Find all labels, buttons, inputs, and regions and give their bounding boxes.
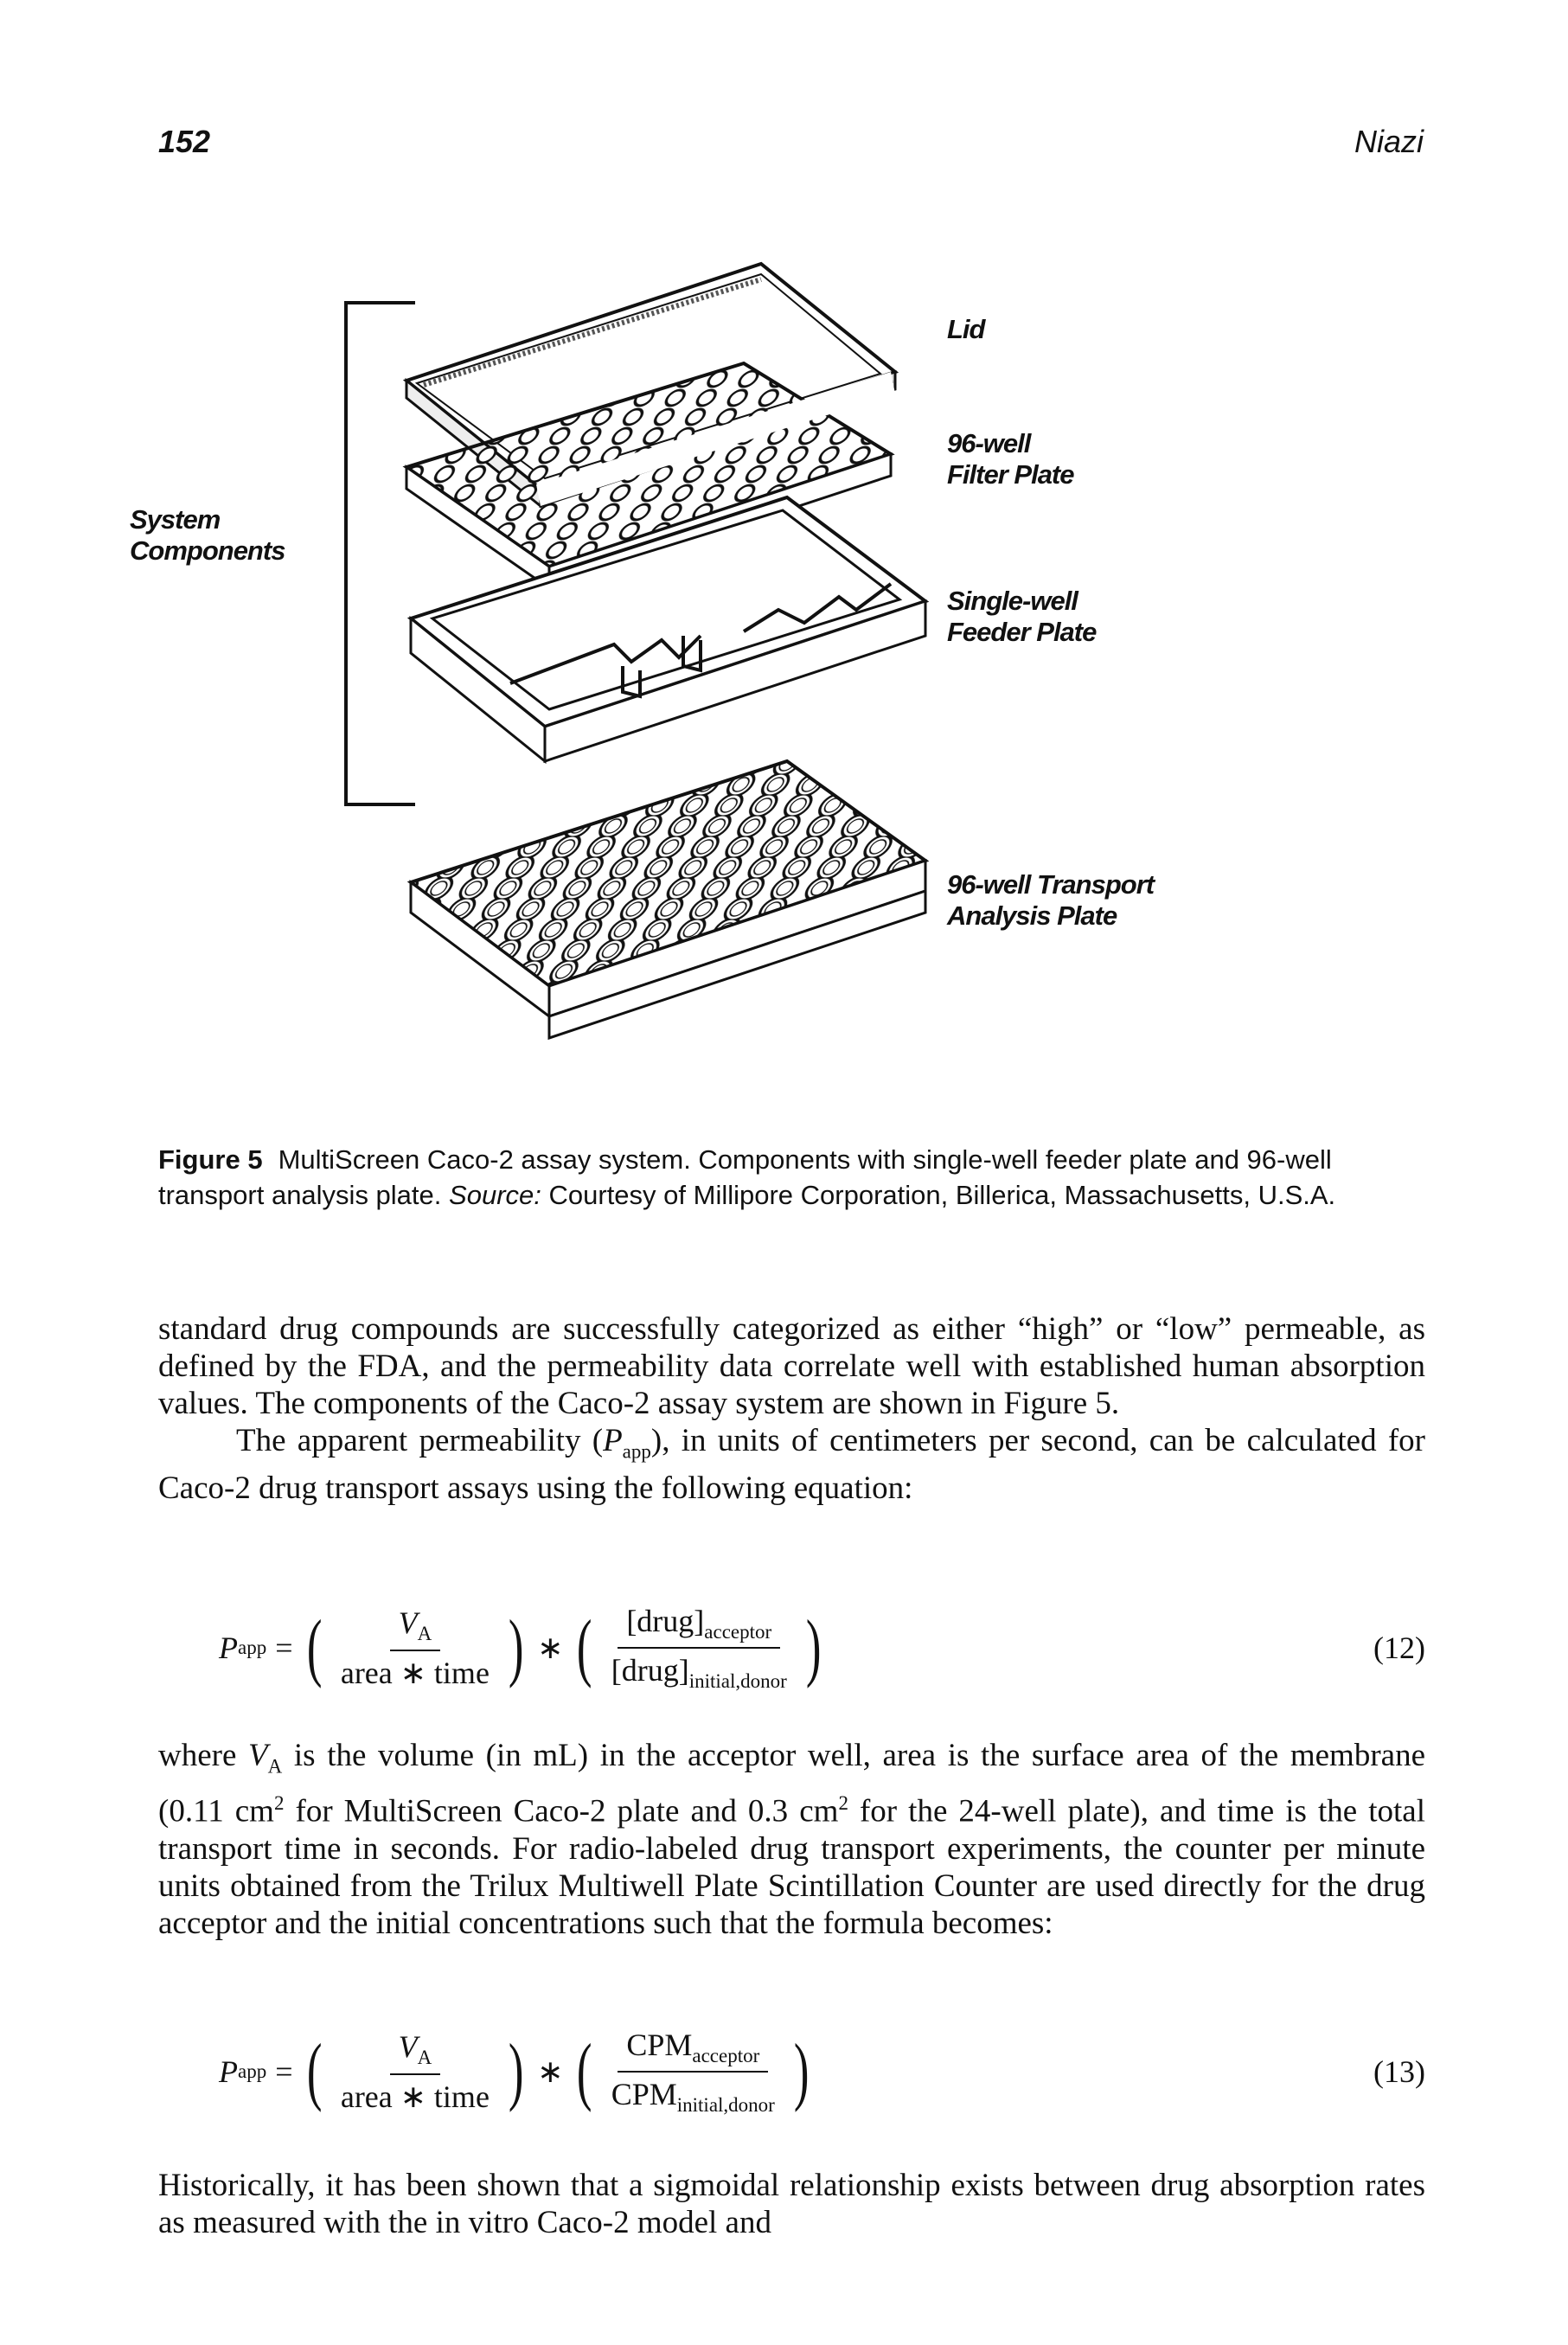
equation-number-12: (12) [1373,1631,1425,1665]
feeder-plate-drawing [406,495,930,765]
paragraph-3: where VA is the volume (in mL) in the ac… [158,1738,1426,1941]
caption-source-label: Source: [449,1180,541,1210]
paragraph-1: standard drug compounds are successfully… [158,1311,1425,1421]
assay-system-illustration [344,261,930,1041]
caption-text: MultiScreen Caco-2 assay system. Compone… [158,1144,1332,1210]
label-system-components: System Components [130,504,285,566]
page-number: 152 [158,124,211,159]
body-block-1: standard drug compounds are successfully… [158,1310,1425,1507]
label-feeder-plate: Single-well Feeder Plate [947,586,1097,647]
figure-caco2-assay-system: System Components Lid 96-well Filter Pla… [130,255,1219,1120]
paragraph-4: Historically, it has been shown that a s… [158,2168,1425,2240]
transport-plate-drawing [406,759,930,1041]
label-filter-plate: 96-well Filter Plate [947,428,1074,490]
body-block-3: Historically, it has been shown that a s… [158,2167,1425,2241]
label-lid: Lid [947,314,985,344]
running-head: Niazi [1354,124,1424,159]
caption-source-text: Courtesy of Millipore Corporation, Bille… [548,1180,1336,1210]
paragraph-2: The apparent permeability (Papp), in uni… [158,1423,1425,1507]
body-block-2: where VA is the volume (in mL) in the ac… [158,1737,1425,1942]
label-transport-plate: 96-well Transport Analysis Plate [947,869,1155,931]
caption-figure-number: Figure 5 [158,1144,263,1175]
components-bracket [344,301,415,806]
equation-number-13: (13) [1373,2054,1425,2089]
